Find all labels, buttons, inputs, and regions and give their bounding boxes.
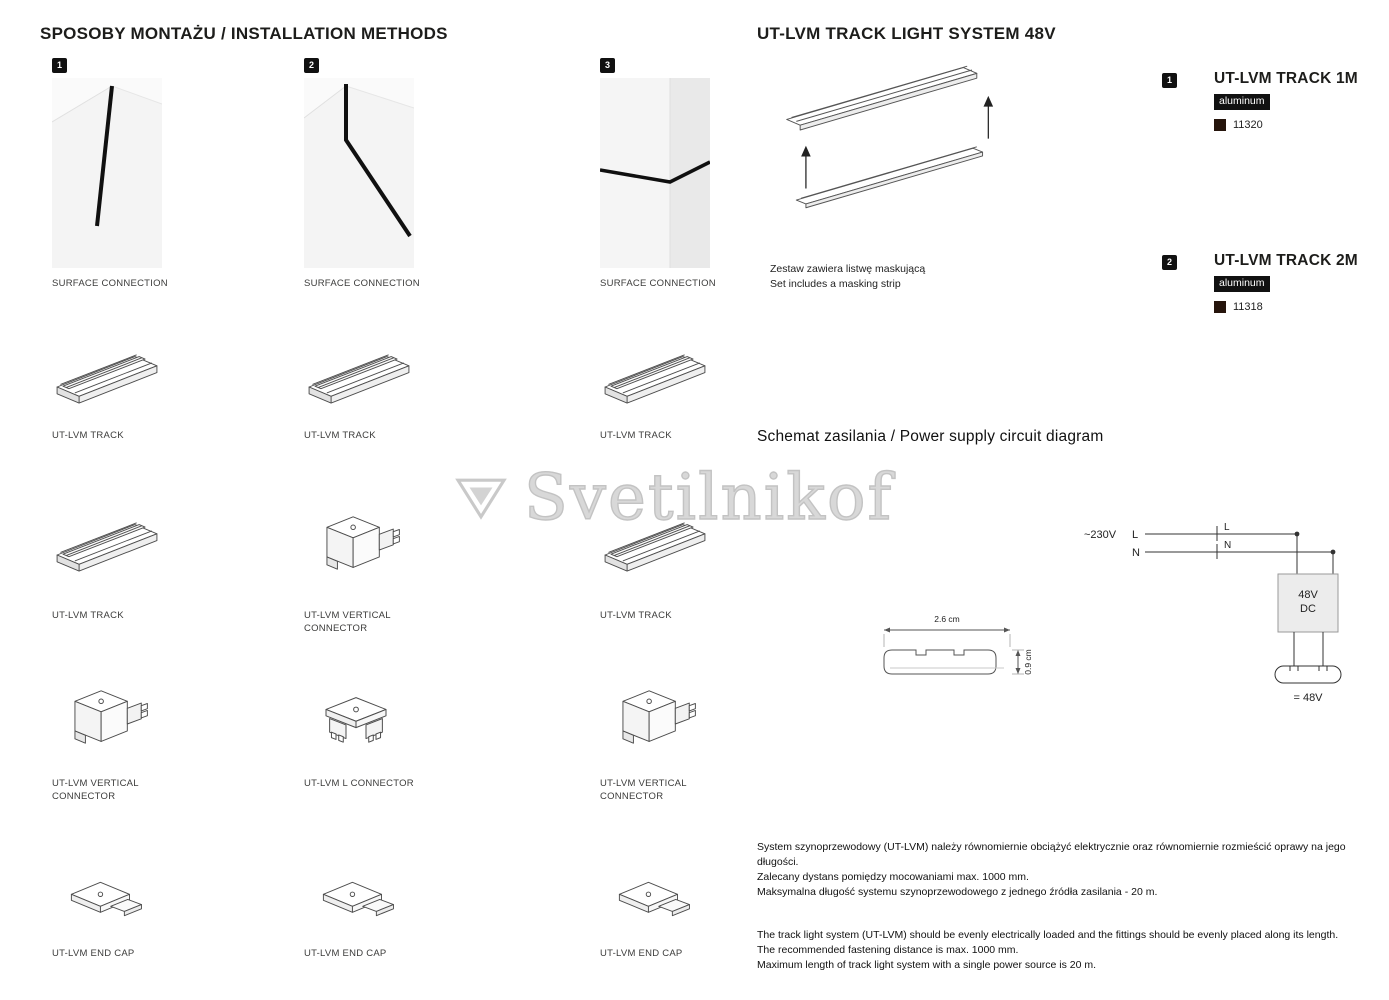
watermark-logo-icon [452,475,510,521]
finish-chip: aluminum [1214,276,1270,293]
notes-polish: System szynoprzewodowy (UT-LVM) należy r… [757,840,1389,900]
track-cross-section-diagram: 2.6 cm 0.9 cm [883,614,1033,675]
product-code: 11320 [1233,119,1263,132]
part-label: UT-LVM TRACK [600,430,672,441]
ut-lvm-track-image [600,340,710,412]
part-label: UT-LVM TRACK [600,610,672,621]
power-supply-circuit-diagram: ~230V L N L N 48V DC = 48V [1084,522,1342,704]
method-number-badge: 3 [600,58,615,73]
product-name: UT-LVM TRACK 2M [1214,252,1358,269]
surface-connection-label: SURFACE CONNECTION [600,278,716,289]
input-voltage-label: ~230V [1084,529,1117,541]
note-line: The recommended fastening distance is ma… [757,943,1019,956]
masking-strip-note: Zestaw zawiera listwę maskującą Set incl… [770,262,925,291]
color-swatch [1214,301,1226,314]
circuit-diagram-title: Schemat zasilania / Power supply circuit… [757,428,1104,445]
part-label: UT-LVM TRACK [52,430,124,441]
part-label: UT-LVM L CONNECTOR [304,778,414,789]
track-system-illustration [775,58,1025,226]
surface-connection-label: SURFACE CONNECTION [52,278,168,289]
ut-lvm-track-image [600,508,710,580]
method-number-badge: 2 [304,58,319,73]
part-label: UT-LVM TRACK [52,610,124,621]
l-connector-image [306,682,406,766]
ut-lvm-track-image [304,340,414,412]
system-title: UT-LVM TRACK LIGHT SYSTEM 48V [757,24,1056,44]
line-l-label: L [1132,529,1138,541]
method-number-badge: 1 [52,58,67,73]
note-line: The track light system (UT-LVM) should b… [757,929,1339,941]
product-track-1m: 1 UT-LVM TRACK 1M aluminum 11320 [1162,70,1387,132]
note-line: System szynoprzewodowy (UT-LVM) należy r… [757,841,1346,868]
product-number-badge: 1 [1162,73,1177,88]
finish-chip: aluminum [1214,94,1270,111]
part-label: UT-LVM END CAP [600,948,683,959]
line-l2-label: L [1224,522,1230,533]
end-cap-image [56,870,150,934]
end-cap-image [604,870,698,934]
height-dimension-label: 0.9 cm [1023,649,1033,675]
part-label: UT-LVM VERTICAL CONNECTOR [600,778,687,802]
surface-connection-label: SURFACE CONNECTION [304,278,420,289]
color-swatch [1214,119,1226,132]
part-label: UT-LVM VERTICAL CONNECTOR [52,778,139,802]
vertical-connector-image [602,682,698,766]
line-n-label: N [1132,547,1140,559]
line-n2-label: N [1224,540,1231,551]
note-line: Maksymalna długość systemu szynoprzewodo… [757,885,1158,898]
ut-lvm-track-image [52,340,162,412]
product-track-2m: 2 UT-LVM TRACK 2M aluminum 11318 [1162,252,1387,314]
part-label: UT-LVM END CAP [304,948,387,959]
part-label: UT-LVM TRACK [304,430,376,441]
note-line: Maximum length of track light system wit… [757,958,1097,971]
note-line: Zalecany dystans pomiędzy mocowaniami ma… [757,870,1029,883]
part-label: UT-LVM VERTICAL CONNECTOR [304,610,391,634]
vertical-connector-image [306,508,402,592]
masking-strip-note-en: Set includes a masking strip [770,277,901,290]
product-number-badge: 2 [1162,255,1177,270]
end-cap-image [308,870,402,934]
product-name: UT-LVM TRACK 1M [1214,70,1358,87]
installation-methods-title: SPOSOBY MONTAŻU / INSTALLATION METHODS [40,24,448,44]
psu-box-type: DC [1300,603,1316,615]
surface-connection-photo [304,78,414,268]
vertical-connector-image [54,682,150,766]
surface-connection-photo [600,78,710,268]
width-dimension-label: 2.6 cm [934,614,960,624]
surface-connection-photo [52,78,162,268]
notes-english: The track light system (UT-LVM) should b… [757,928,1389,973]
psu-box-voltage: 48V [1298,589,1318,601]
output-voltage-label: = 48V [1293,692,1323,704]
product-code: 11318 [1233,301,1263,314]
masking-strip-note-pl: Zestaw zawiera listwę maskującą [770,263,926,275]
part-label: UT-LVM END CAP [52,948,135,959]
ut-lvm-track-image [52,508,162,580]
